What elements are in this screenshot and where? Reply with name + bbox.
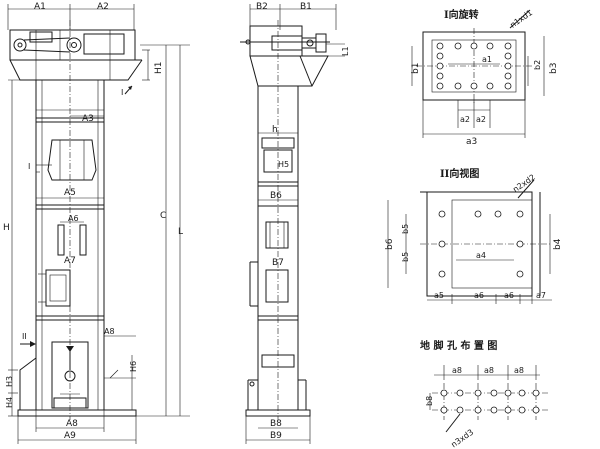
label-l: L — [178, 227, 183, 237]
label-a7-ii: a7 — [536, 291, 546, 300]
label-a8-f3: a8 — [514, 366, 524, 375]
label-a7: A7 — [64, 256, 76, 266]
label-b3-i: b3 — [549, 63, 559, 74]
label-a1-i: a1 — [482, 55, 492, 64]
label-a2-i-left: a2 — [460, 115, 470, 124]
label-a3: A3 — [82, 114, 94, 124]
label-h-lower: h — [272, 125, 278, 135]
label-b5-ii-top: b5 — [401, 224, 410, 234]
label-a2-i-right: a2 — [476, 115, 486, 124]
label-a9: A9 — [64, 431, 76, 441]
view-i-title: I向旋转 — [444, 8, 479, 21]
view-ii: II向视图 n2xd2 a4 b6 b5 b5 b4 a5 a6 a6 a7 — [385, 167, 563, 304]
label-b8: B8 — [270, 419, 282, 429]
label-n1xd1: n1xd1 — [508, 8, 534, 30]
label-a3-i: a3 — [466, 137, 477, 147]
label-n3xd3: n3xd3 — [449, 428, 475, 449]
label-h1: H1 — [154, 62, 164, 75]
label-h3: H3 — [5, 376, 14, 387]
label-a6-ii-right: a6 — [504, 291, 514, 300]
label-h4: H4 — [5, 397, 14, 408]
label-a4-ii: a4 — [476, 251, 486, 260]
label-b2: B2 — [256, 2, 268, 12]
label-view-i-arrow: I — [121, 88, 123, 97]
label-view-ii-arrow: II — [22, 332, 27, 341]
label-b7: B7 — [272, 258, 284, 268]
foundation-layout: 地 脚 孔 布 置 图 a8 a8 a8 b8 n3xd3 — [420, 339, 548, 449]
label-h5: H5 — [278, 160, 289, 169]
view-i: I向旋转 n1xd1 a1 b1 b2 b3 — [411, 8, 559, 147]
label-a8: A8 — [104, 327, 115, 336]
front-view: A1 A2 H1 I A3 — [3, 2, 190, 444]
label-a5: A5 — [64, 188, 76, 198]
label-b1-i: b1 — [411, 63, 421, 74]
label-b6-ii: b6 — [385, 238, 395, 250]
label-h6: H6 — [129, 361, 138, 372]
label-b2-i: b2 — [533, 60, 542, 70]
label-h: H — [3, 223, 10, 233]
label-c: C — [160, 211, 166, 221]
label-a6: A6 — [68, 214, 79, 223]
foundation-title: 地 脚 孔 布 置 图 — [420, 339, 497, 352]
label-b1: B1 — [300, 2, 312, 12]
label-b9: B9 — [270, 431, 282, 441]
label-a8-f1: a8 — [452, 366, 462, 375]
label-a1: A1 — [34, 2, 46, 12]
label-a8-f2: a8 — [484, 366, 494, 375]
label-a6-ii-left: a6 — [474, 291, 484, 300]
label-l1: L1 — [341, 46, 350, 56]
view-ii-title: II向视图 — [440, 167, 479, 180]
label-b5-ii-bottom: b5 — [401, 252, 410, 262]
label-a5-ii: a5 — [434, 291, 444, 300]
label-b4-ii: b4 — [553, 238, 563, 250]
label-a2: A2 — [97, 2, 109, 12]
label-a8-bottom: A8 — [66, 419, 78, 429]
label-h-small: I — [28, 162, 30, 171]
label-b6: B6 — [270, 191, 282, 201]
label-b8-f: b8 — [425, 396, 434, 406]
side-view: B2 B1 L1 h H5 B6 — [240, 2, 350, 444]
